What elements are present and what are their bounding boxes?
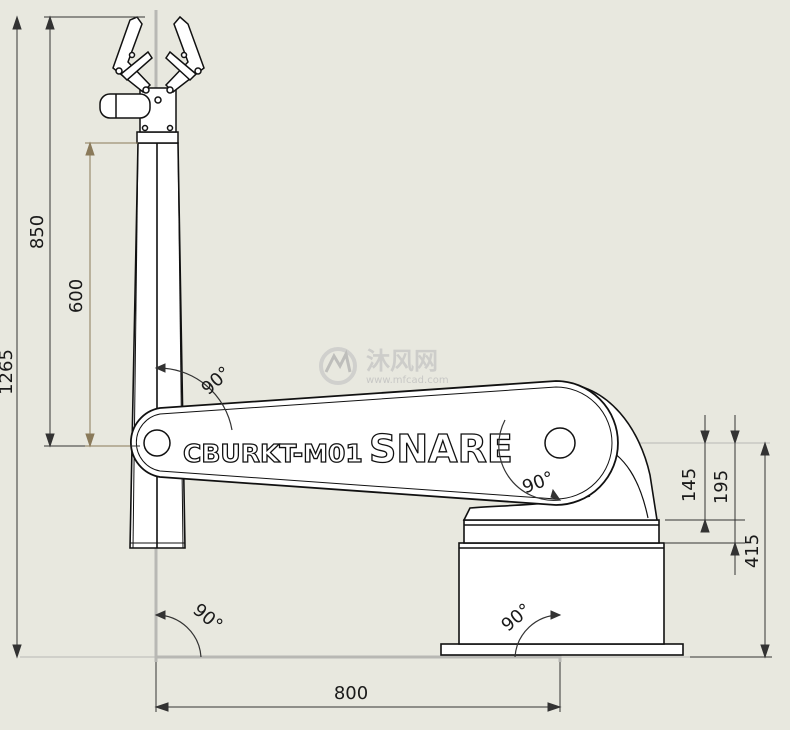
dim-195: 195 [711, 470, 732, 504]
arm-brand-label: SNARE [369, 427, 513, 471]
dim-800: 800 [334, 683, 368, 704]
watermark-url: www.mfcad.com [366, 375, 449, 386]
dim-850: 850 [27, 215, 48, 249]
dim-145: 145 [679, 468, 700, 502]
shoulder-joint [544, 427, 576, 459]
elbow-joint [143, 429, 171, 457]
dimension-600 [85, 141, 138, 448]
dim-415: 415 [742, 534, 763, 568]
dim-600: 600 [66, 279, 87, 313]
watermark: 沐风网 www.mfcad.com [319, 347, 449, 386]
vertical-column [129, 142, 186, 549]
angle-label-base-left: 90° [189, 599, 227, 636]
arm-model-label: CBURKT-M01 [183, 439, 363, 468]
watermark-name: 沐风网 [366, 347, 438, 375]
dim-1265: 1265 [0, 349, 17, 395]
horizontal-arm [129, 380, 619, 506]
gripper [99, 15, 205, 144]
gripper-motor [99, 93, 151, 119]
angle-label-elbow: 90° [197, 362, 235, 399]
base-pedestal [440, 519, 684, 656]
watermark-logo-icon [319, 347, 357, 385]
